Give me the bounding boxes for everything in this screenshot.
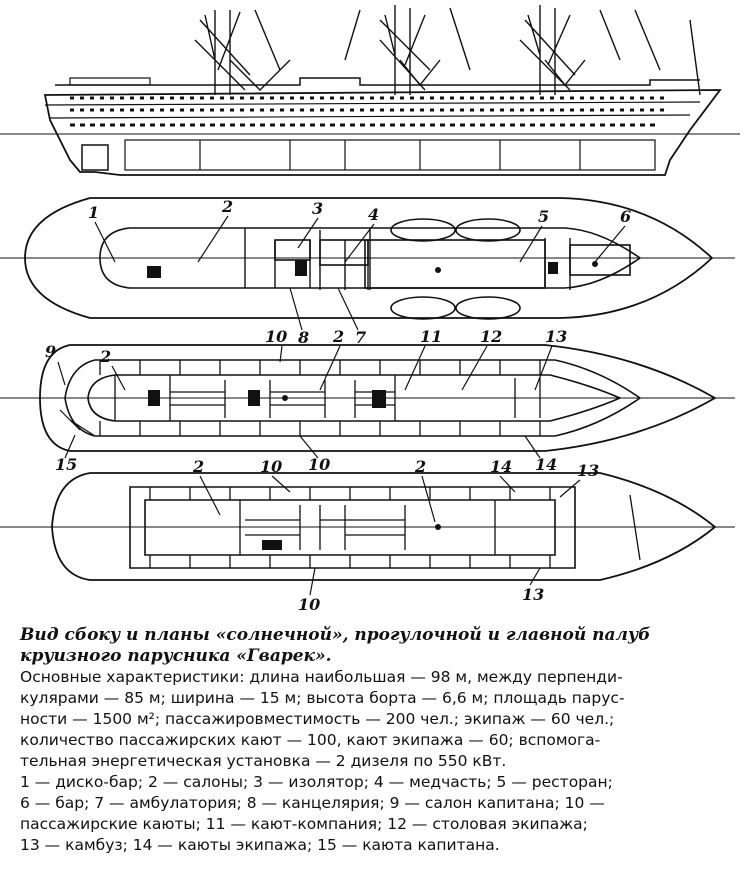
- legend-line: 13 — камбуз; 14 — каюты экипажа; 15 — ка…: [20, 836, 500, 854]
- label-5: 5: [538, 207, 549, 226]
- label-8: 8: [297, 328, 309, 347]
- ship-diagram: 1 2 3 4 5 6 8 7 9 2 10 2 11 12 13 15: [0, 5, 740, 614]
- side-view: [0, 5, 740, 176]
- label-2d: 2: [414, 457, 426, 476]
- label-13c: 13: [522, 585, 544, 604]
- caption-title-line: круизного парусника «Гварек».: [20, 646, 332, 666]
- spec-line: тельная энергетическая установка — 2 диз…: [20, 752, 507, 770]
- label-2b: 2: [332, 327, 344, 346]
- label-10d: 10: [298, 595, 320, 614]
- deck1-plan: [0, 197, 735, 320]
- legend-line: пассажирские каюты; 11 — кают-компания; …: [20, 815, 588, 833]
- label-14b: 14: [490, 457, 512, 476]
- label-3: 3: [312, 199, 323, 218]
- label-10a: 10: [265, 327, 287, 346]
- deck2-labels: 9 2 10 2 11 12 13 15 10 14: [45, 327, 567, 474]
- deck2-plan: [0, 344, 735, 452]
- label-10c: 10: [260, 457, 282, 476]
- label-2: 2: [221, 197, 233, 216]
- caption: Вид сбоку и планы «солнечной», прогулочн…: [20, 625, 732, 856]
- caption-title: Вид сбоку и планы «солнечной», прогулочн…: [20, 625, 732, 667]
- label-2a: 2: [99, 347, 111, 366]
- legend: 1 — диско-бар; 2 — салоны; 3 — изолятор;…: [20, 772, 732, 856]
- label-9: 9: [45, 342, 56, 361]
- label-10b: 10: [308, 455, 330, 474]
- deck1-labels: 1 2 3 4 5 6 8 7: [88, 197, 631, 347]
- sails: [194, 5, 701, 96]
- spec-line: Основные характеристики: длина наибольша…: [20, 668, 623, 686]
- deck3-labels: 2 10 2 14 13 10 13: [192, 457, 599, 614]
- label-6: 6: [620, 207, 631, 226]
- spec-line: ности — 1500 м²; пассажировместимость — …: [20, 710, 615, 728]
- label-13a: 13: [545, 327, 567, 346]
- legend-line: 1 — диско-бар; 2 — салоны; 3 — изолятор;…: [20, 773, 613, 791]
- spec-line: количество пассажирских кают — 100, кают…: [20, 731, 601, 749]
- label-14a: 14: [535, 455, 557, 474]
- legend-line: 6 — бар; 7 — амбулатория; 8 — канцелярия…: [20, 794, 605, 812]
- caption-title-line: Вид сбоку и планы «солнечной», прогулочн…: [20, 625, 651, 645]
- label-12: 12: [480, 327, 502, 346]
- label-13b: 13: [577, 461, 599, 480]
- label-7: 7: [355, 328, 366, 347]
- label-15: 15: [55, 455, 77, 474]
- label-1: 1: [88, 203, 99, 222]
- spec-line: кулярами — 85 м; ширина — 15 м; высота б…: [20, 689, 625, 707]
- specifications: Основные характеристики: длина наибольша…: [20, 667, 732, 772]
- label-2c: 2: [192, 457, 204, 476]
- deck3-plan: [0, 472, 735, 581]
- label-11: 11: [420, 327, 442, 346]
- label-4: 4: [368, 205, 379, 224]
